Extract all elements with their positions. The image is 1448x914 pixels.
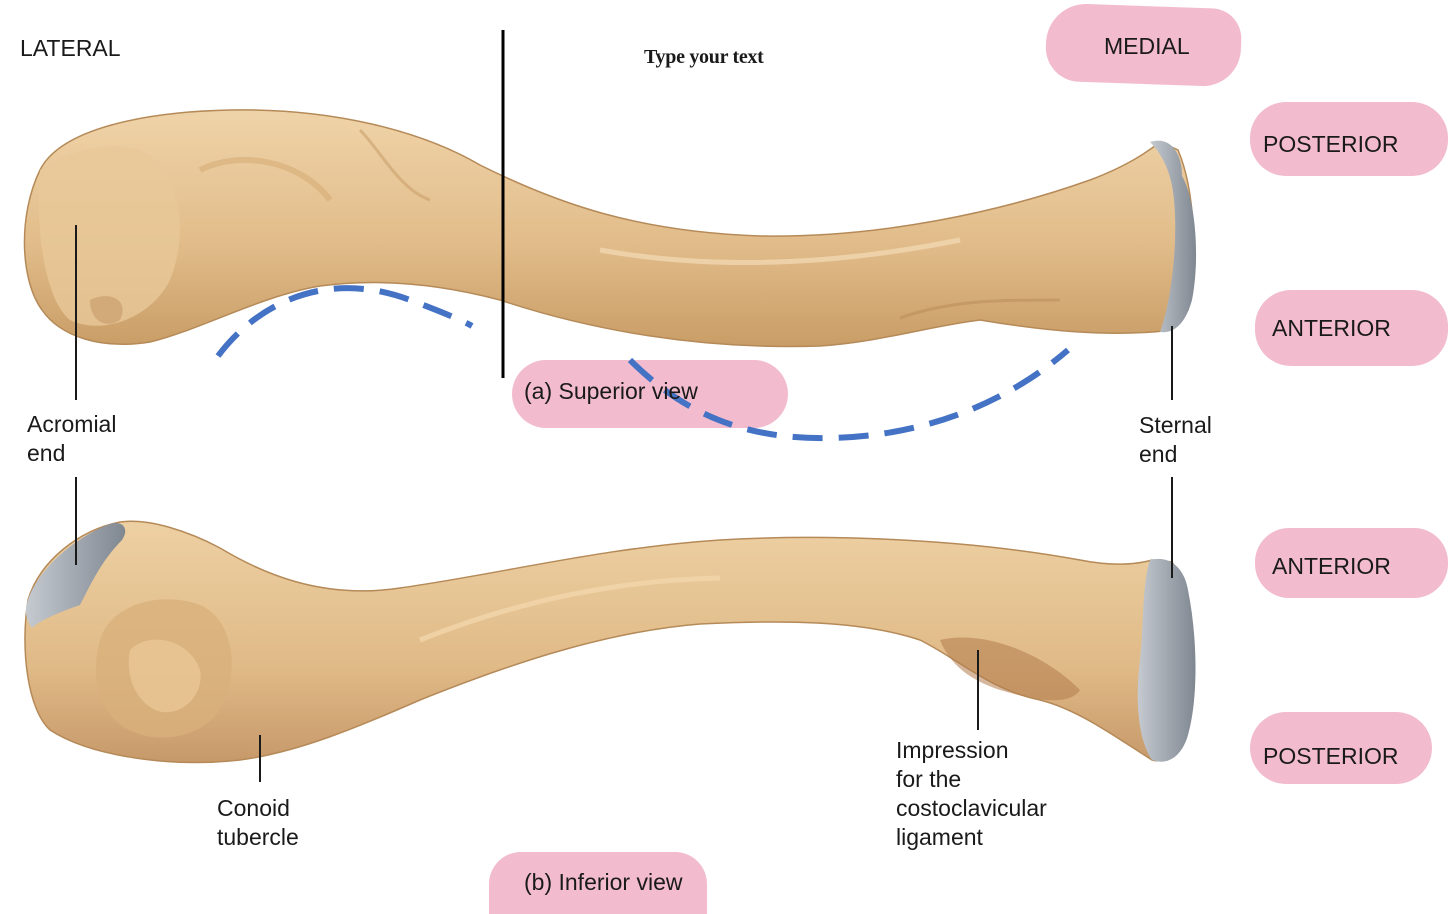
costo-line-3: costoclavicular: [896, 794, 1047, 823]
posterior-label-bottom: POSTERIOR: [1263, 742, 1398, 771]
inferior-clavicle: [25, 521, 1196, 762]
anterior-label-bottom: ANTERIOR: [1272, 552, 1391, 581]
conoid-line-2: tubercle: [217, 823, 299, 852]
superior-view-caption: (a) Superior view: [524, 377, 698, 406]
costo-line-4: ligament: [896, 823, 1047, 852]
superior-clavicle: [24, 110, 1196, 347]
costoclavicular-label: Impression for the costoclavicular ligam…: [896, 736, 1047, 852]
sternal-line-1: Sternal: [1139, 411, 1212, 440]
sternal-end-label: Sternal end: [1139, 411, 1212, 469]
inferior-view-caption: (b) Inferior view: [524, 868, 682, 897]
sternal-line-2: end: [1139, 440, 1212, 469]
lateral-label: LATERAL: [20, 34, 121, 63]
conoid-tubercle-label: Conoid tubercle: [217, 794, 299, 852]
costo-line-1: Impression: [896, 736, 1047, 765]
anterior-label-top: ANTERIOR: [1272, 314, 1391, 343]
medial-label: MEDIAL: [1104, 32, 1190, 61]
acromial-line-1: Acromial: [27, 410, 116, 439]
acromial-end-label: Acromial end: [27, 410, 116, 468]
conoid-line-1: Conoid: [217, 794, 299, 823]
type-your-text[interactable]: Type your text: [644, 43, 764, 72]
posterior-label-top: POSTERIOR: [1263, 130, 1398, 159]
acromial-line-2: end: [27, 439, 116, 468]
costo-line-2: for the: [896, 765, 1047, 794]
